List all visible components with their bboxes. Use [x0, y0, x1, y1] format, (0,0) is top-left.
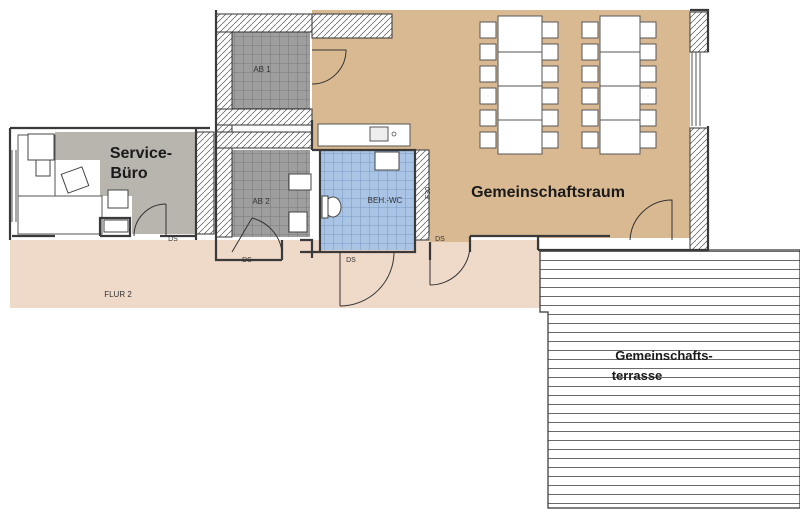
kitchen-counter — [317, 123, 411, 147]
chair-icon — [581, 131, 599, 149]
tables-group — [497, 15, 641, 155]
f30-label: F30 — [425, 187, 432, 199]
armchair-icon-1 — [60, 166, 90, 194]
chair-icon — [541, 131, 559, 149]
table-left — [497, 15, 543, 155]
chair-icon — [639, 109, 657, 127]
chair-icon — [639, 131, 657, 149]
sink-drain — [391, 131, 397, 137]
door-storage-2 — [231, 217, 283, 253]
chair-icon — [479, 131, 497, 149]
chair-icon — [581, 21, 599, 39]
ds-label-community: DS — [435, 236, 445, 243]
storage-room-1-floor — [232, 32, 310, 109]
service-office-label-line1: Service- — [110, 145, 172, 162]
wall-hatch-mid-horizontal — [215, 108, 313, 126]
chair-icon — [581, 65, 599, 83]
chair-icon — [541, 43, 559, 61]
hallway-label: FLUR 2 — [104, 290, 132, 299]
wc-sink-icon — [374, 151, 400, 171]
chair-icon — [479, 87, 497, 105]
chair-icon — [639, 43, 657, 61]
chair-icon — [479, 43, 497, 61]
office-furniture — [27, 133, 129, 233]
wall-hatch-right-bottom — [689, 127, 709, 251]
chair-icon — [541, 87, 559, 105]
wc-label: BEH.-WC — [368, 196, 403, 205]
door-wc — [339, 251, 395, 307]
ds-label-wc: DS — [346, 257, 356, 264]
chair-icon — [639, 21, 657, 39]
sink-icon — [369, 126, 389, 142]
wall-hatch-top-mid — [311, 13, 393, 39]
storage-washer-icon — [288, 211, 308, 233]
chair-icon — [581, 43, 599, 61]
chair-icon — [581, 87, 599, 105]
desk-icon — [27, 133, 55, 161]
chair-icon — [541, 109, 559, 127]
wall-hatch-top-left — [215, 13, 313, 33]
door-community-hall — [429, 244, 471, 286]
walls — [8, 8, 710, 262]
chair-icon — [479, 65, 497, 83]
chairs-group — [479, 21, 657, 149]
cabinet-icon — [103, 219, 129, 233]
wall-hatch-mid2-horizontal — [215, 131, 313, 149]
door-terrace — [629, 199, 673, 241]
toilet-tank-icon — [321, 195, 329, 219]
ds-label-storage: DS — [242, 257, 252, 264]
chair-icon — [639, 87, 657, 105]
doors — [133, 49, 673, 307]
right-window — [691, 52, 701, 126]
table-right — [599, 15, 641, 155]
wall-hatch-right-top — [689, 11, 709, 53]
office-window — [11, 150, 17, 222]
terrace-floor — [539, 249, 800, 509]
chair-icon — [541, 65, 559, 83]
wc-fixtures — [288, 151, 400, 233]
service-office-label-line2: Büro — [110, 165, 148, 182]
office-chair-icon — [35, 159, 51, 177]
storage-heater-icon — [288, 173, 312, 191]
chair-icon — [639, 65, 657, 83]
storage-room-1-label: AB 1 — [253, 65, 271, 74]
chair-icon — [541, 21, 559, 39]
office-desk-area — [17, 195, 103, 235]
chair-icon — [581, 109, 599, 127]
door-storage-1 — [311, 49, 347, 85]
wall-hatch-office-column — [195, 131, 215, 235]
service-office-floor — [55, 132, 196, 234]
chair-icon — [479, 109, 497, 127]
chair-icon — [479, 21, 497, 39]
ds-label-office: DS — [168, 236, 178, 243]
armchair-icon-2 — [107, 189, 129, 209]
storage-room-2-label: AB 2 — [252, 197, 270, 206]
hallway-floor — [10, 240, 540, 308]
terrace-label-line2: terrasse — [612, 368, 663, 383]
terrace-label-line1: Gemeinschafts- — [615, 348, 713, 363]
door-office — [133, 203, 167, 237]
community-room-label: Gemeinschaftsraum — [471, 184, 625, 201]
